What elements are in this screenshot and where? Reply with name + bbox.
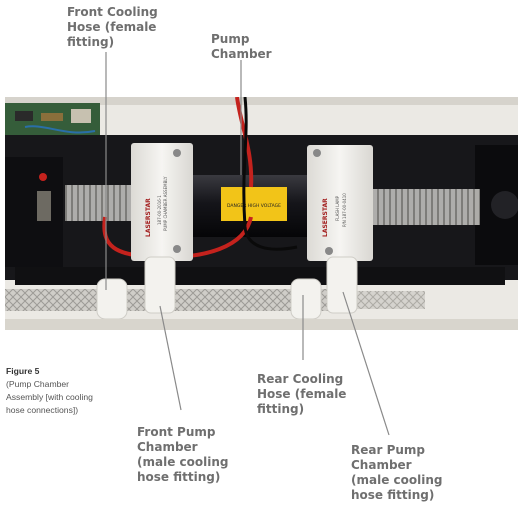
label-front-pump-chamber: Front Pump Chamber (male cooling hose fi… [137, 425, 228, 485]
label-front-cooling-hose: Front Cooling Hose (female fitting) [67, 5, 158, 50]
rear-knob [491, 191, 518, 219]
rear-block-text-1: FLASH LAMP [335, 195, 340, 221]
label-line: Rear Cooling [257, 372, 344, 386]
label-line: Chamber [351, 458, 412, 472]
label-rear-pump-chamber: Rear Pump Chamber (male cooling hose fit… [351, 443, 442, 503]
front-block-text-1: 187-00-2016-1 [157, 195, 162, 225]
front-block-text-2: PUMP CHAMBER ASSEMBLY [163, 176, 168, 231]
label-line: Chamber [211, 47, 272, 61]
front-pump-block [131, 143, 193, 261]
label-rear-cooling-hose: Rear Cooling Hose (female fitting) [257, 372, 346, 417]
label-line: Rear Pump [351, 443, 426, 457]
warning-label [221, 187, 287, 221]
label-line: hose fitting) [137, 470, 221, 484]
label-line: Hose (female [257, 387, 347, 401]
warning-label-text: DANGER HIGH VOLTAGE [227, 203, 281, 209]
rear-block-text-2: P/N 187-00-0410 [342, 193, 347, 227]
rear-block-logo: LASERSTAR [322, 198, 329, 237]
figure-caption: Figure 5 (Pump Chamber Assembly [with co… [6, 365, 93, 417]
label-line: Front Pump [137, 425, 216, 439]
label-line: Hose (female [67, 20, 157, 34]
enclosure-rim [5, 97, 518, 105]
front-pump-fitting [144, 256, 176, 314]
label-line: fitting) [257, 402, 305, 416]
label-line: Chamber [137, 440, 198, 454]
label-line: (male cooling [137, 455, 229, 469]
pump-chamber-photo: DANGER HIGH VOLTAGE LASERSTAR 187-00-201… [5, 97, 518, 330]
label-line: fitting) [67, 35, 115, 49]
figure-title: Figure 5 [6, 366, 40, 376]
label-line: Pump [211, 32, 250, 46]
caption-line: Assembly [with cooling [6, 392, 93, 402]
leader-rear-pump-chamber [342, 291, 390, 436]
label-pump-chamber: Pump Chamber [211, 32, 272, 62]
rear-pump-block [307, 145, 373, 261]
rear-pump-fitting [326, 256, 358, 314]
caption-line: hose connections]) [6, 405, 79, 415]
black-wire [242, 97, 298, 251]
caption-line: (Pump Chamber [6, 379, 70, 389]
label-line: (male cooling [351, 473, 443, 487]
leader-front-pump-chamber [159, 305, 182, 411]
corrugated-hose-right [360, 189, 480, 225]
label-line: Front Cooling [67, 5, 158, 19]
label-line: hose fitting) [351, 488, 435, 502]
front-block-logo: LASERSTAR [145, 198, 152, 237]
